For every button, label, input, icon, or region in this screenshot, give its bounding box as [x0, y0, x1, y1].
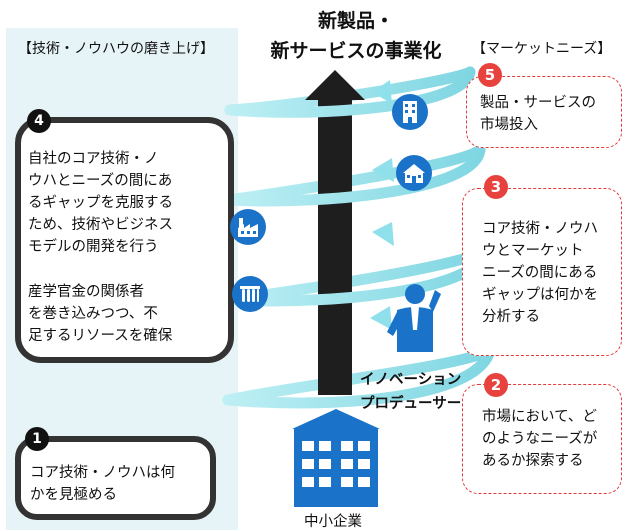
- step4-box: [15, 117, 234, 363]
- text-line: ウハとニーズの間にあ: [28, 173, 173, 189]
- text-line: ため、技術やビジネス: [28, 217, 173, 233]
- step1-text: コア技術・ノウハは何 かを見極める: [30, 462, 175, 506]
- text-line: あるか探索する: [482, 453, 584, 469]
- step4-paragraph-2: 産学官金の関係者 を巻き込みつつ、不 足するリソースを確保: [28, 281, 172, 347]
- step5-number: 5: [478, 63, 502, 87]
- text-line: 足するリソースを確保: [28, 328, 173, 344]
- step4-number: 4: [27, 109, 51, 133]
- title-line-2: 新サービスの事業化: [270, 40, 442, 62]
- text-line: を巻き込みつつ、不: [28, 306, 158, 322]
- text-line: 製品・サービスの: [480, 95, 596, 111]
- swirl-arrowheads: [370, 80, 394, 330]
- step5-text: 製品・サービスの 市場投入: [480, 92, 596, 136]
- company-building-icon: [292, 409, 380, 507]
- office-building-icon: [392, 94, 428, 130]
- step3-text: コア技術・ノウハ ウとマーケット ニーズの間にある ギャップは何かを 分析する: [482, 218, 598, 328]
- producer-label: イノベーション プロデューサー: [360, 368, 461, 416]
- text-line: 分析する: [482, 309, 540, 325]
- step2-text: 市場において、ど のようなニーズが あるか探索する: [482, 406, 597, 472]
- step1-number: 1: [25, 427, 49, 451]
- text-line: ウとマーケット: [482, 243, 584, 259]
- test-tubes-icon: [232, 276, 268, 312]
- step2-box: [462, 384, 622, 494]
- text-line: ギャップは何かを: [482, 287, 598, 303]
- factory-icon: [230, 209, 266, 245]
- producer-line-1: イノベーション: [360, 372, 462, 388]
- company-label: 中小企業: [304, 514, 362, 530]
- text-line: コア技術・ノウハは何: [30, 465, 175, 481]
- text-line: コア技術・ノウハ: [482, 221, 598, 237]
- swirl-front: [222, 66, 496, 409]
- title-line-1: 新製品・: [317, 10, 394, 32]
- text-line: 市場において、ど: [482, 409, 597, 425]
- step1-box: [15, 436, 216, 520]
- main-title: 新製品・ 新サービスの事業化: [246, 6, 466, 66]
- market-heading: 【マーケットニーズ】: [472, 41, 612, 57]
- left-heading: 【技術・ノウハウの磨き上げ】: [18, 41, 214, 57]
- step5-box: [466, 76, 622, 148]
- text-line: のようなニーズが: [482, 431, 598, 447]
- person-icon: [387, 284, 441, 352]
- text-line: 産学官金の関係者: [28, 284, 144, 300]
- upward-arrow: [305, 70, 365, 395]
- text-line: モデルの開発を行う: [28, 239, 159, 255]
- text-line: ニーズの間にある: [482, 265, 598, 281]
- step3-box: [462, 188, 622, 356]
- text-line: 自社のコア技術・ノ: [28, 151, 159, 167]
- step3-number: 3: [484, 175, 508, 199]
- step2-number: 2: [484, 373, 508, 397]
- step4-paragraph-1: 自社のコア技術・ノ ウハとニーズの間にあ るギャップを克服する ため、技術やビジ…: [28, 148, 173, 258]
- text-line: 市場投入: [480, 117, 538, 133]
- swirl-back: [222, 66, 496, 406]
- text-line: るギャップを克服する: [28, 195, 173, 211]
- text-line: かを見極める: [30, 487, 117, 503]
- producer-line-2: プロデューサー: [360, 396, 462, 412]
- school-icon: [396, 155, 432, 191]
